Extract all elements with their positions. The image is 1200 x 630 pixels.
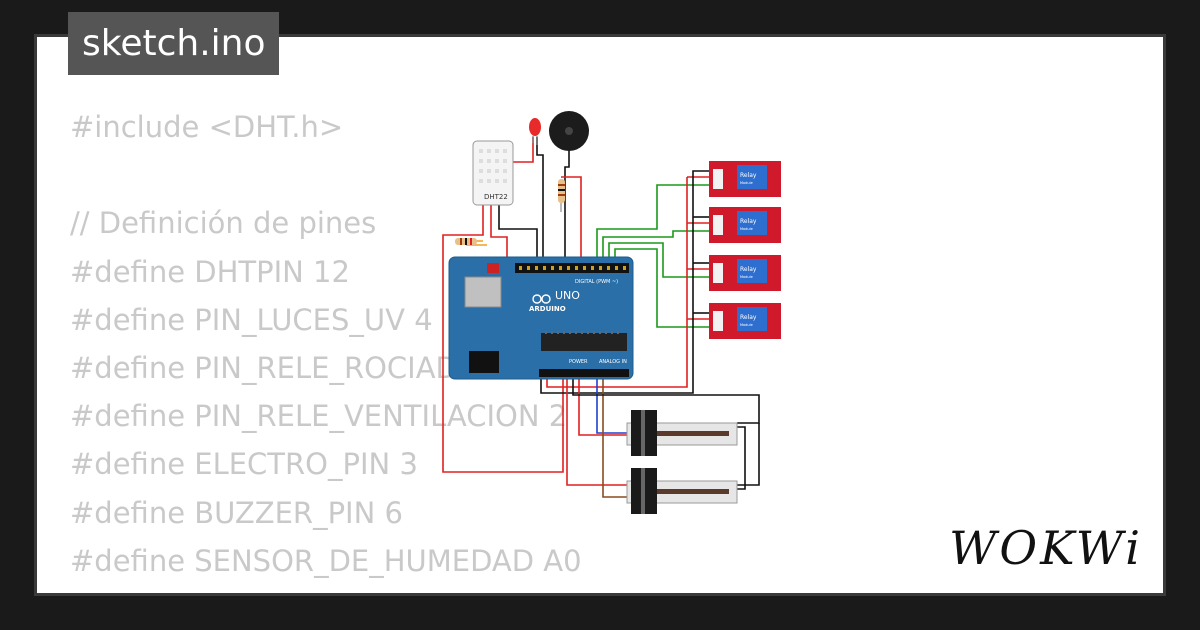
code-line: #include <DHT.h> xyxy=(70,110,344,144)
code-line: #define PIN_LUCES_UV 4 xyxy=(70,302,433,337)
relay-label: Relay xyxy=(740,218,757,225)
buzzer xyxy=(549,111,589,151)
relay-module: Relay Module xyxy=(709,303,781,339)
arduino-uno: DIGITAL (PWM ~) UNO ARDUINO POWER ANALOG… xyxy=(448,256,634,380)
code-line: #define SENSOR_DE_NIVEL A1 xyxy=(70,585,582,593)
code-line: #define DHTPIN 12 xyxy=(70,254,350,289)
relay-sublabel: Module xyxy=(740,227,753,231)
resistor-dht xyxy=(455,238,477,245)
relay-module: Relay Module xyxy=(709,161,781,197)
slide-potentiometer xyxy=(626,468,738,514)
slide-potentiometer xyxy=(626,410,738,456)
analog-header: ANALOG IN xyxy=(599,359,627,365)
code-line: #define PIN_RELE_VENTILACION 2 xyxy=(70,399,568,434)
code-line: #define SENSOR_DE_HUMEDAD A0 xyxy=(70,543,582,578)
dht-label: DHT22 xyxy=(484,193,508,201)
relay-label: Relay xyxy=(740,172,757,179)
relay-module: Relay Module xyxy=(709,207,781,243)
relay-sublabel: Module xyxy=(740,323,753,327)
code-line: #define ELECTRO_PIN 3 xyxy=(70,447,418,482)
relay-label: Relay xyxy=(740,266,757,273)
code-line: #define BUZZER_PIN 6 xyxy=(70,495,403,530)
relay-module: Relay Module xyxy=(709,255,781,291)
wokwi-logo: WOKWi xyxy=(949,521,1143,575)
circuit-diagram: DHT22 xyxy=(442,111,781,514)
arduino-brand: ARDUINO xyxy=(529,305,566,313)
relay-sublabel: Module xyxy=(740,181,753,185)
wires xyxy=(442,137,760,498)
digital-header: DIGITAL (PWM ~) xyxy=(575,279,618,285)
led xyxy=(529,118,541,145)
code-line: // Definición de pines xyxy=(70,206,377,241)
relay-sublabel: Module xyxy=(740,275,753,279)
power-header: POWER xyxy=(569,359,588,365)
resistor-led xyxy=(558,179,565,212)
dht22-sensor: DHT22 xyxy=(472,140,514,206)
file-tab[interactable]: sketch.ino xyxy=(68,12,280,75)
relay-label: Relay xyxy=(740,314,757,321)
arduino-model: UNO xyxy=(555,289,580,302)
preview-card: #include <DHT.h> // Definición de pines #d… xyxy=(34,34,1166,596)
